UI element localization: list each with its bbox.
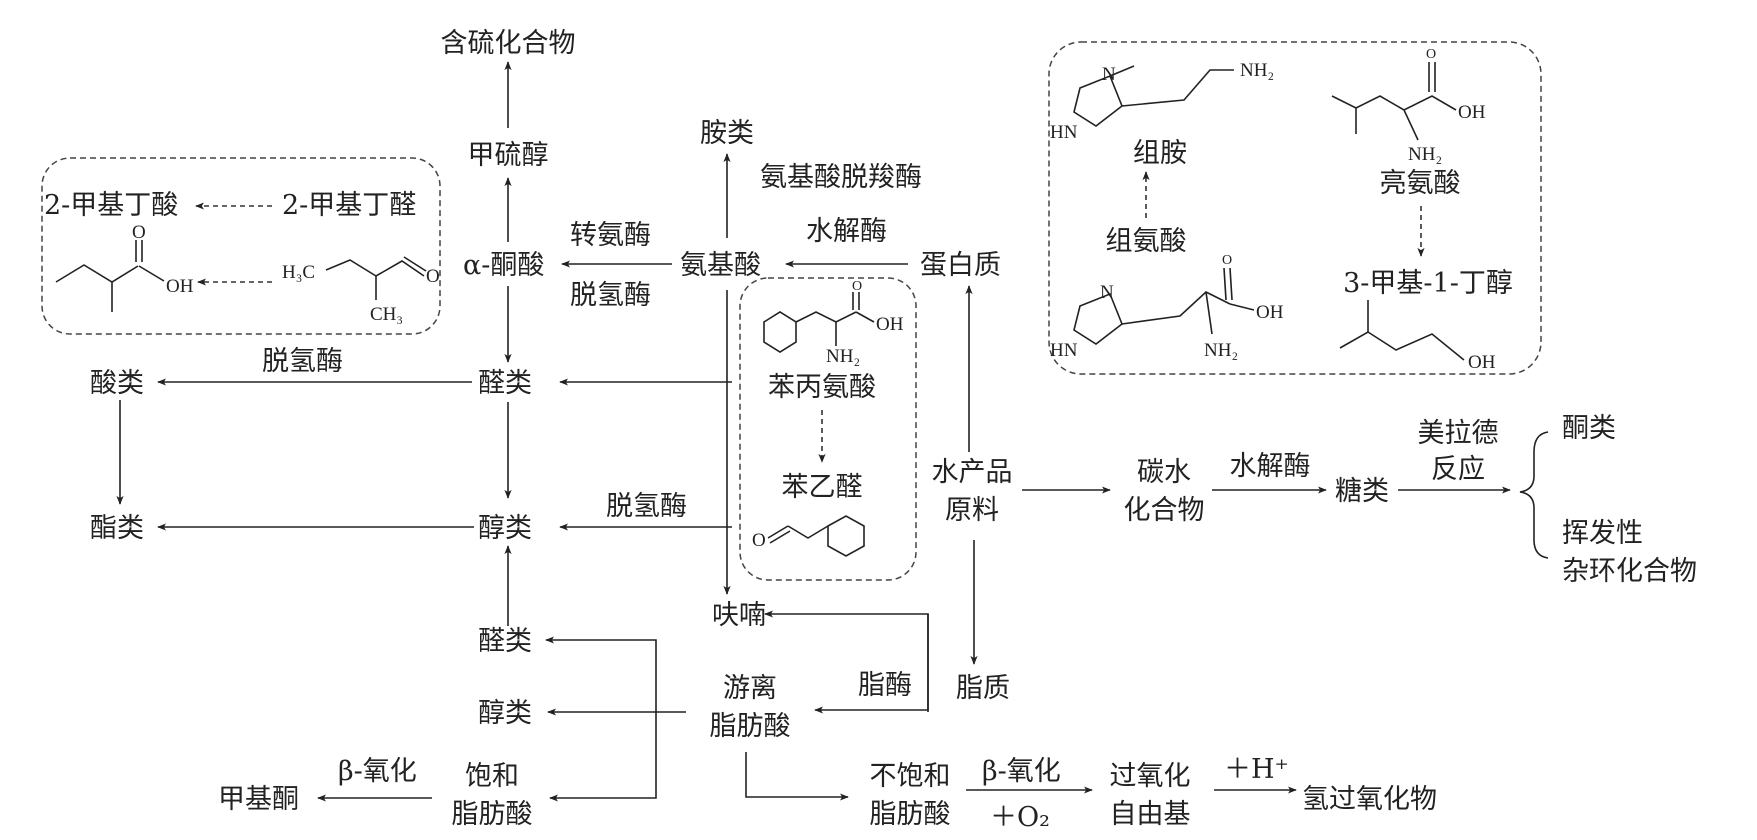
svg-text:O: O — [132, 222, 146, 243]
svg-text:N: N — [1102, 64, 1116, 85]
label-ketones: 酮类 — [1562, 413, 1616, 444]
label-amines: 胺类 — [700, 118, 754, 149]
label-phenylalanine: 苯丙氨酸 — [768, 372, 876, 403]
arrow-branch-to-sfa — [549, 712, 657, 802]
label-raw-material-1: 水产品 — [932, 457, 1013, 488]
svg-text:N: N — [1100, 282, 1114, 303]
label-furan: 呋喃 — [712, 600, 766, 631]
label-ketoacid: α-酮酸 — [463, 250, 544, 281]
arrow-branch-to-aldehydes — [545, 636, 657, 712]
label-leucine: 亮氨酸 — [1380, 168, 1461, 199]
label-peroxyl-1: 过氧化 — [1110, 761, 1191, 792]
label-sulfur-compounds: 含硫化合物 — [441, 28, 576, 59]
structure-methylbutyric-acid: O OH — [55, 222, 194, 312]
label-protein: 蛋白质 — [920, 250, 1001, 281]
label-methylbutanal: 2-甲基丁醛 — [282, 190, 416, 221]
label-hydrolase-a: 水解酶 — [806, 216, 887, 247]
svg-text:HN: HN — [1050, 340, 1078, 361]
svg-text:NH₂: NH₂ — [826, 346, 860, 367]
structure-methylbutanal: H₃C O CH₃ — [282, 256, 440, 325]
label-raw-material-2: 原料 — [945, 495, 999, 526]
label-carbohydrate-2: 化合物 — [1124, 495, 1205, 526]
label-ufa-1: 不饱和 — [870, 761, 951, 792]
structure-phenylalanine: O OH NH₂ — [763, 279, 904, 367]
svg-text:OH: OH — [166, 276, 194, 297]
svg-text:OH: OH — [1468, 352, 1496, 373]
label-lipase: 脂酶 — [858, 670, 912, 701]
curly-brace — [1519, 431, 1549, 559]
label-methylbutanol: 3-甲基-1-丁醇 — [1343, 268, 1513, 299]
label-plus-hplus: ＋H⁺ — [1224, 754, 1289, 785]
label-aa-decarboxylase: 氨基酸脱羧酶 — [760, 162, 922, 193]
svg-text:O: O — [426, 266, 440, 287]
label-aldehydes-b: 醛类 — [478, 626, 532, 657]
group-box-methylbutyl — [41, 157, 441, 335]
svg-text:NH₂: NH₂ — [1240, 60, 1274, 81]
label-aldehydes-a: 醛类 — [478, 368, 532, 399]
label-sfa-1: 饱和 — [465, 761, 519, 792]
label-hydroperoxide: 氢过氧化物 — [1302, 784, 1437, 815]
label-beta-oxidation-b: β-氧化 — [982, 756, 1061, 787]
label-hydrolase-b: 水解酶 — [1230, 451, 1311, 482]
label-esters: 酯类 — [90, 513, 144, 544]
label-aminoacid: 氨基酸 — [680, 250, 761, 281]
structure-histamine: N HN NH₂ — [1050, 60, 1274, 143]
label-ffa-1: 游离 — [723, 673, 777, 704]
label-alcohols-b: 醇类 — [478, 698, 532, 729]
svg-text:OH: OH — [876, 314, 904, 335]
label-plus-o2: ＋O₂ — [990, 802, 1050, 833]
label-dehydrogenase-a: 脱氢酶 — [570, 280, 651, 311]
label-maillard-2: 反应 — [1431, 454, 1485, 485]
label-lipids: 脂质 — [956, 673, 1010, 704]
structure-methylbutanol: OH — [1339, 300, 1496, 373]
label-transaminase: 转氨酶 — [570, 220, 651, 251]
svg-text:HN: HN — [1050, 122, 1078, 143]
label-peroxyl-2: 自由基 — [1110, 799, 1191, 830]
svg-text:H₃C: H₃C — [282, 262, 315, 283]
group-box-phenylalanine — [739, 277, 917, 581]
svg-text:O: O — [1426, 47, 1436, 62]
structure-histidine: N HN O OH NH₂ — [1050, 253, 1284, 361]
label-carbohydrate-1: 碳水 — [1137, 457, 1191, 488]
group-box-histidine-leucine — [1048, 41, 1542, 375]
label-ufa-2: 脂肪酸 — [870, 799, 951, 830]
svg-text:O: O — [1222, 253, 1232, 268]
label-maillard-1: 美拉德 — [1418, 418, 1499, 449]
label-methanethiol: 甲硫醇 — [468, 140, 549, 171]
label-volatile-1: 挥发性 — [1562, 518, 1643, 549]
svg-text:OH: OH — [1458, 102, 1486, 123]
label-phenylacetaldehyde: 苯乙醛 — [782, 472, 863, 503]
label-methylbutyric-acid: 2-甲基丁酸 — [44, 190, 178, 221]
label-methylketone: 甲基酮 — [218, 784, 299, 815]
structure-leucine: O OH NH₂ — [1331, 47, 1486, 165]
label-acids: 酸类 — [90, 368, 144, 399]
arrow-lipase-to-ffa — [814, 614, 929, 714]
svg-text:CH₃: CH₃ — [370, 304, 403, 325]
svg-text:NH₂: NH₂ — [1204, 340, 1238, 361]
label-dehydrogenase-b: 脱氢酶 — [262, 346, 343, 377]
label-sugars: 糖类 — [1335, 476, 1389, 507]
svg-text:NH₂: NH₂ — [1408, 144, 1442, 165]
svg-text:O: O — [852, 279, 862, 294]
arrow-ffa-to-ufa — [745, 752, 849, 801]
label-dehydrogenase-c: 脱氢酶 — [606, 491, 687, 522]
label-alcohols-a: 醇类 — [478, 513, 532, 544]
svg-text:OH: OH — [1256, 302, 1284, 323]
label-beta-oxidation-a: β-氧化 — [338, 756, 417, 787]
label-volatile-2: 杂环化合物 — [1562, 556, 1697, 587]
label-histidine: 组氨酸 — [1106, 226, 1187, 257]
label-histamine: 组胺 — [1133, 138, 1187, 169]
label-sfa-2: 脂肪酸 — [452, 799, 533, 830]
svg-text:O: O — [752, 530, 766, 551]
structure-phenylacetaldehyde: O — [752, 515, 865, 557]
label-ffa-2: 脂肪酸 — [710, 711, 791, 742]
